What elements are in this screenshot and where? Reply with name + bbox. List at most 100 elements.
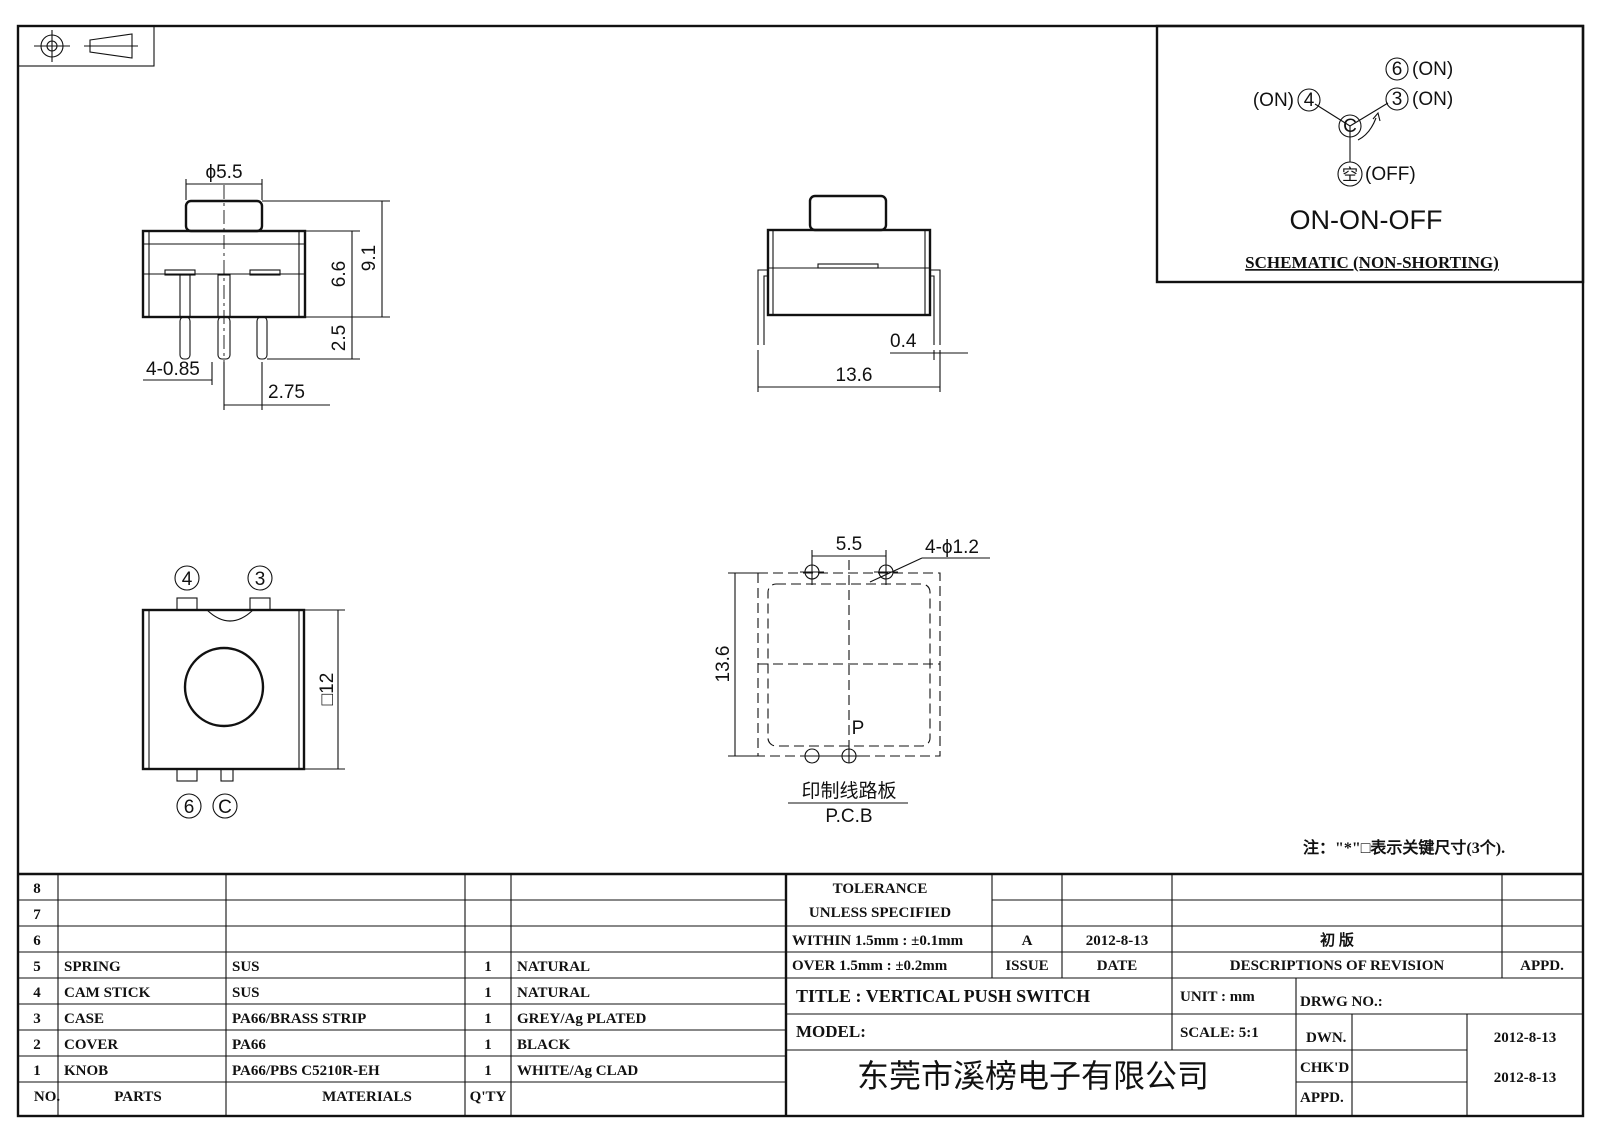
bom-cell-part: SPRING <box>64 959 121 975</box>
bom-cell-finish: WHITE/Ag CLAD <box>517 1063 638 1079</box>
bom-header-materials: MATERIALS <box>322 1089 412 1105</box>
company-name: 东莞市溪榜电子有限公司 <box>857 1057 1209 1095</box>
common-circle-icon <box>1338 114 1362 138</box>
bom-cell-no: 8 <box>33 881 41 897</box>
pin4-circle-icon <box>1297 88 1321 112</box>
side-view: ϕ5.5 6.6 9.1 2.5 4-0.85 2.75 <box>141 162 390 410</box>
scale-label: SCALE: 5:1 <box>1180 1025 1259 1041</box>
pin4-state: (ON) <box>1253 90 1294 111</box>
bottom-view: 4 3 6 C □12 <box>141 565 345 819</box>
drawing-number-label: DRWG NO.: <box>1300 994 1383 1010</box>
bom-cell-material: SUS <box>232 959 260 975</box>
revision-description: 初 版 <box>1320 931 1354 949</box>
off-pin-label: 空 <box>1342 166 1358 184</box>
drawn-date: 2012-8-13 <box>1494 1030 1557 1046</box>
dim-total-height: 9.1 <box>359 245 380 271</box>
issue-value: A <box>1022 933 1033 949</box>
bom-cell-no: 2 <box>33 1037 41 1053</box>
drawn-label: DWN. <box>1306 1030 1347 1046</box>
pin3-circle-icon <box>247 565 273 591</box>
pcb-view: 5.5 4-ϕ1.2 13.6 P 印制线路板 P.C.B <box>713 534 990 827</box>
dim-body-height: 6.6 <box>329 261 350 287</box>
pcb-label-en: P.C.B <box>825 806 872 827</box>
header-issue: ISSUE <box>1005 958 1048 974</box>
bom-cell-part: COVER <box>64 1037 118 1053</box>
header-descriptions: DESCRIPTIONS OF REVISION <box>1230 958 1445 974</box>
off-circle-icon <box>1337 161 1363 187</box>
tolerance-subtitle: UNLESS SPECIFIED <box>809 905 951 921</box>
bom-header-qty: Q'TY <box>470 1089 507 1105</box>
bom-cell-no: 7 <box>33 907 41 923</box>
bottom-pin4: 4 <box>182 569 193 590</box>
bom-header-parts: PARTS <box>114 1089 162 1105</box>
bom-cell-qty: 1 <box>484 1063 492 1079</box>
dim-pcb-holes: 4-ϕ1.2 <box>925 537 979 558</box>
dim-pcb-pitch: 5.5 <box>836 534 862 555</box>
common-label: C <box>1343 116 1357 137</box>
checked-label: CHK'D <box>1300 1060 1349 1076</box>
issue-date: 2012-8-13 <box>1086 933 1149 949</box>
dim-front-width: 13.6 <box>836 365 873 386</box>
bom-cell-finish: GREY/Ag PLATED <box>517 1011 646 1027</box>
bom-cell-finish: NATURAL <box>517 959 590 975</box>
bom-cell-material: PA66 <box>232 1037 266 1053</box>
dim-knob-diameter: ϕ5.5 <box>205 162 242 183</box>
drawing-frame <box>16 24 1585 1118</box>
schematic-caption: SCHEMATIC (NON-SHORTING) <box>1245 253 1499 272</box>
knob-circle <box>183 646 265 728</box>
bom-and-title-block <box>18 872 1583 1116</box>
pin4-label: 4 <box>1304 90 1315 111</box>
pin6-state: (ON) <box>1412 59 1453 80</box>
bom-header-no: NO. <box>34 1089 61 1105</box>
tolerance-within: WITHIN 1.5mm : ±0.1mm <box>792 933 964 949</box>
bom-cell-material: PA66/BRASS STRIP <box>232 1011 366 1027</box>
pin4-circle-icon <box>174 565 200 591</box>
unit-label: UNIT : mm <box>1180 989 1255 1005</box>
title-block: TOLERANCE UNLESS SPECIFIED WITHIN 1.5mm … <box>792 881 1564 1106</box>
dim-pin-length: 2.5 <box>329 325 350 351</box>
pin3-state: (ON) <box>1412 89 1453 110</box>
dim-pin-diameter: 4-0.85 <box>146 359 200 380</box>
model-label: MODEL: <box>796 1022 866 1041</box>
pin3-circle-icon <box>1385 87 1409 111</box>
bom-cell-qty: 1 <box>484 1037 492 1053</box>
projection-symbol-icon <box>17 25 155 67</box>
bom-cell-part: CAM STICK <box>64 985 151 1001</box>
bom-cell-no: 5 <box>33 959 41 975</box>
bottom-pin6: 6 <box>184 797 195 818</box>
dim-lead-thickness: 0.4 <box>890 331 917 352</box>
bom-cell-finish: NATURAL <box>517 985 590 1001</box>
pin6-label: 6 <box>1392 59 1403 80</box>
bom-cell-no: 6 <box>33 933 41 949</box>
tolerance-over: OVER 1.5mm : ±0.2mm <box>792 958 948 974</box>
switch-mode: ON-ON-OFF <box>1290 205 1443 235</box>
bom-cell-no: 4 <box>33 985 41 1001</box>
pcb-label-cn: 印制线路板 <box>801 780 896 802</box>
off-state: (OFF) <box>1365 164 1416 185</box>
bottom-pinc: C <box>218 797 232 818</box>
schematic-panel: 6 (ON) 3 (ON) 4 (ON) C 空 (OFF) ON-ON-OFF… <box>1155 24 1585 284</box>
checked-date: 2012-8-13 <box>1494 1070 1557 1086</box>
bom-cell-material: SUS <box>232 985 260 1001</box>
dim-body-size: □12 <box>317 673 338 706</box>
bom-cell-finish: BLACK <box>517 1037 571 1053</box>
bom-cell-no: 1 <box>33 1063 41 1079</box>
dim-pin-pitch: 2.75 <box>268 382 305 403</box>
header-appd: APPD. <box>1520 958 1564 974</box>
bom-cell-material: PA66/PBS C5210R-EH <box>232 1063 380 1079</box>
bom-cell-part: KNOB <box>64 1063 108 1079</box>
bom-cell-qty: 1 <box>484 1011 492 1027</box>
pin6-circle-icon <box>176 793 202 819</box>
header-date: DATE <box>1097 958 1138 974</box>
bom-cell-qty: 1 <box>484 959 492 975</box>
pcb-p-mark: P <box>852 718 865 739</box>
bom-cell-qty: 1 <box>484 985 492 1001</box>
key-dimension-note: 注："*"□表示关键尺寸(3个). <box>1303 838 1505 857</box>
bom-cell-no: 3 <box>33 1011 41 1027</box>
pin6-circle-icon <box>1385 57 1409 81</box>
bom-cell-part: CASE <box>64 1011 104 1027</box>
pin3-label: 3 <box>1392 89 1403 110</box>
dim-pcb-height: 13.6 <box>713 646 734 683</box>
